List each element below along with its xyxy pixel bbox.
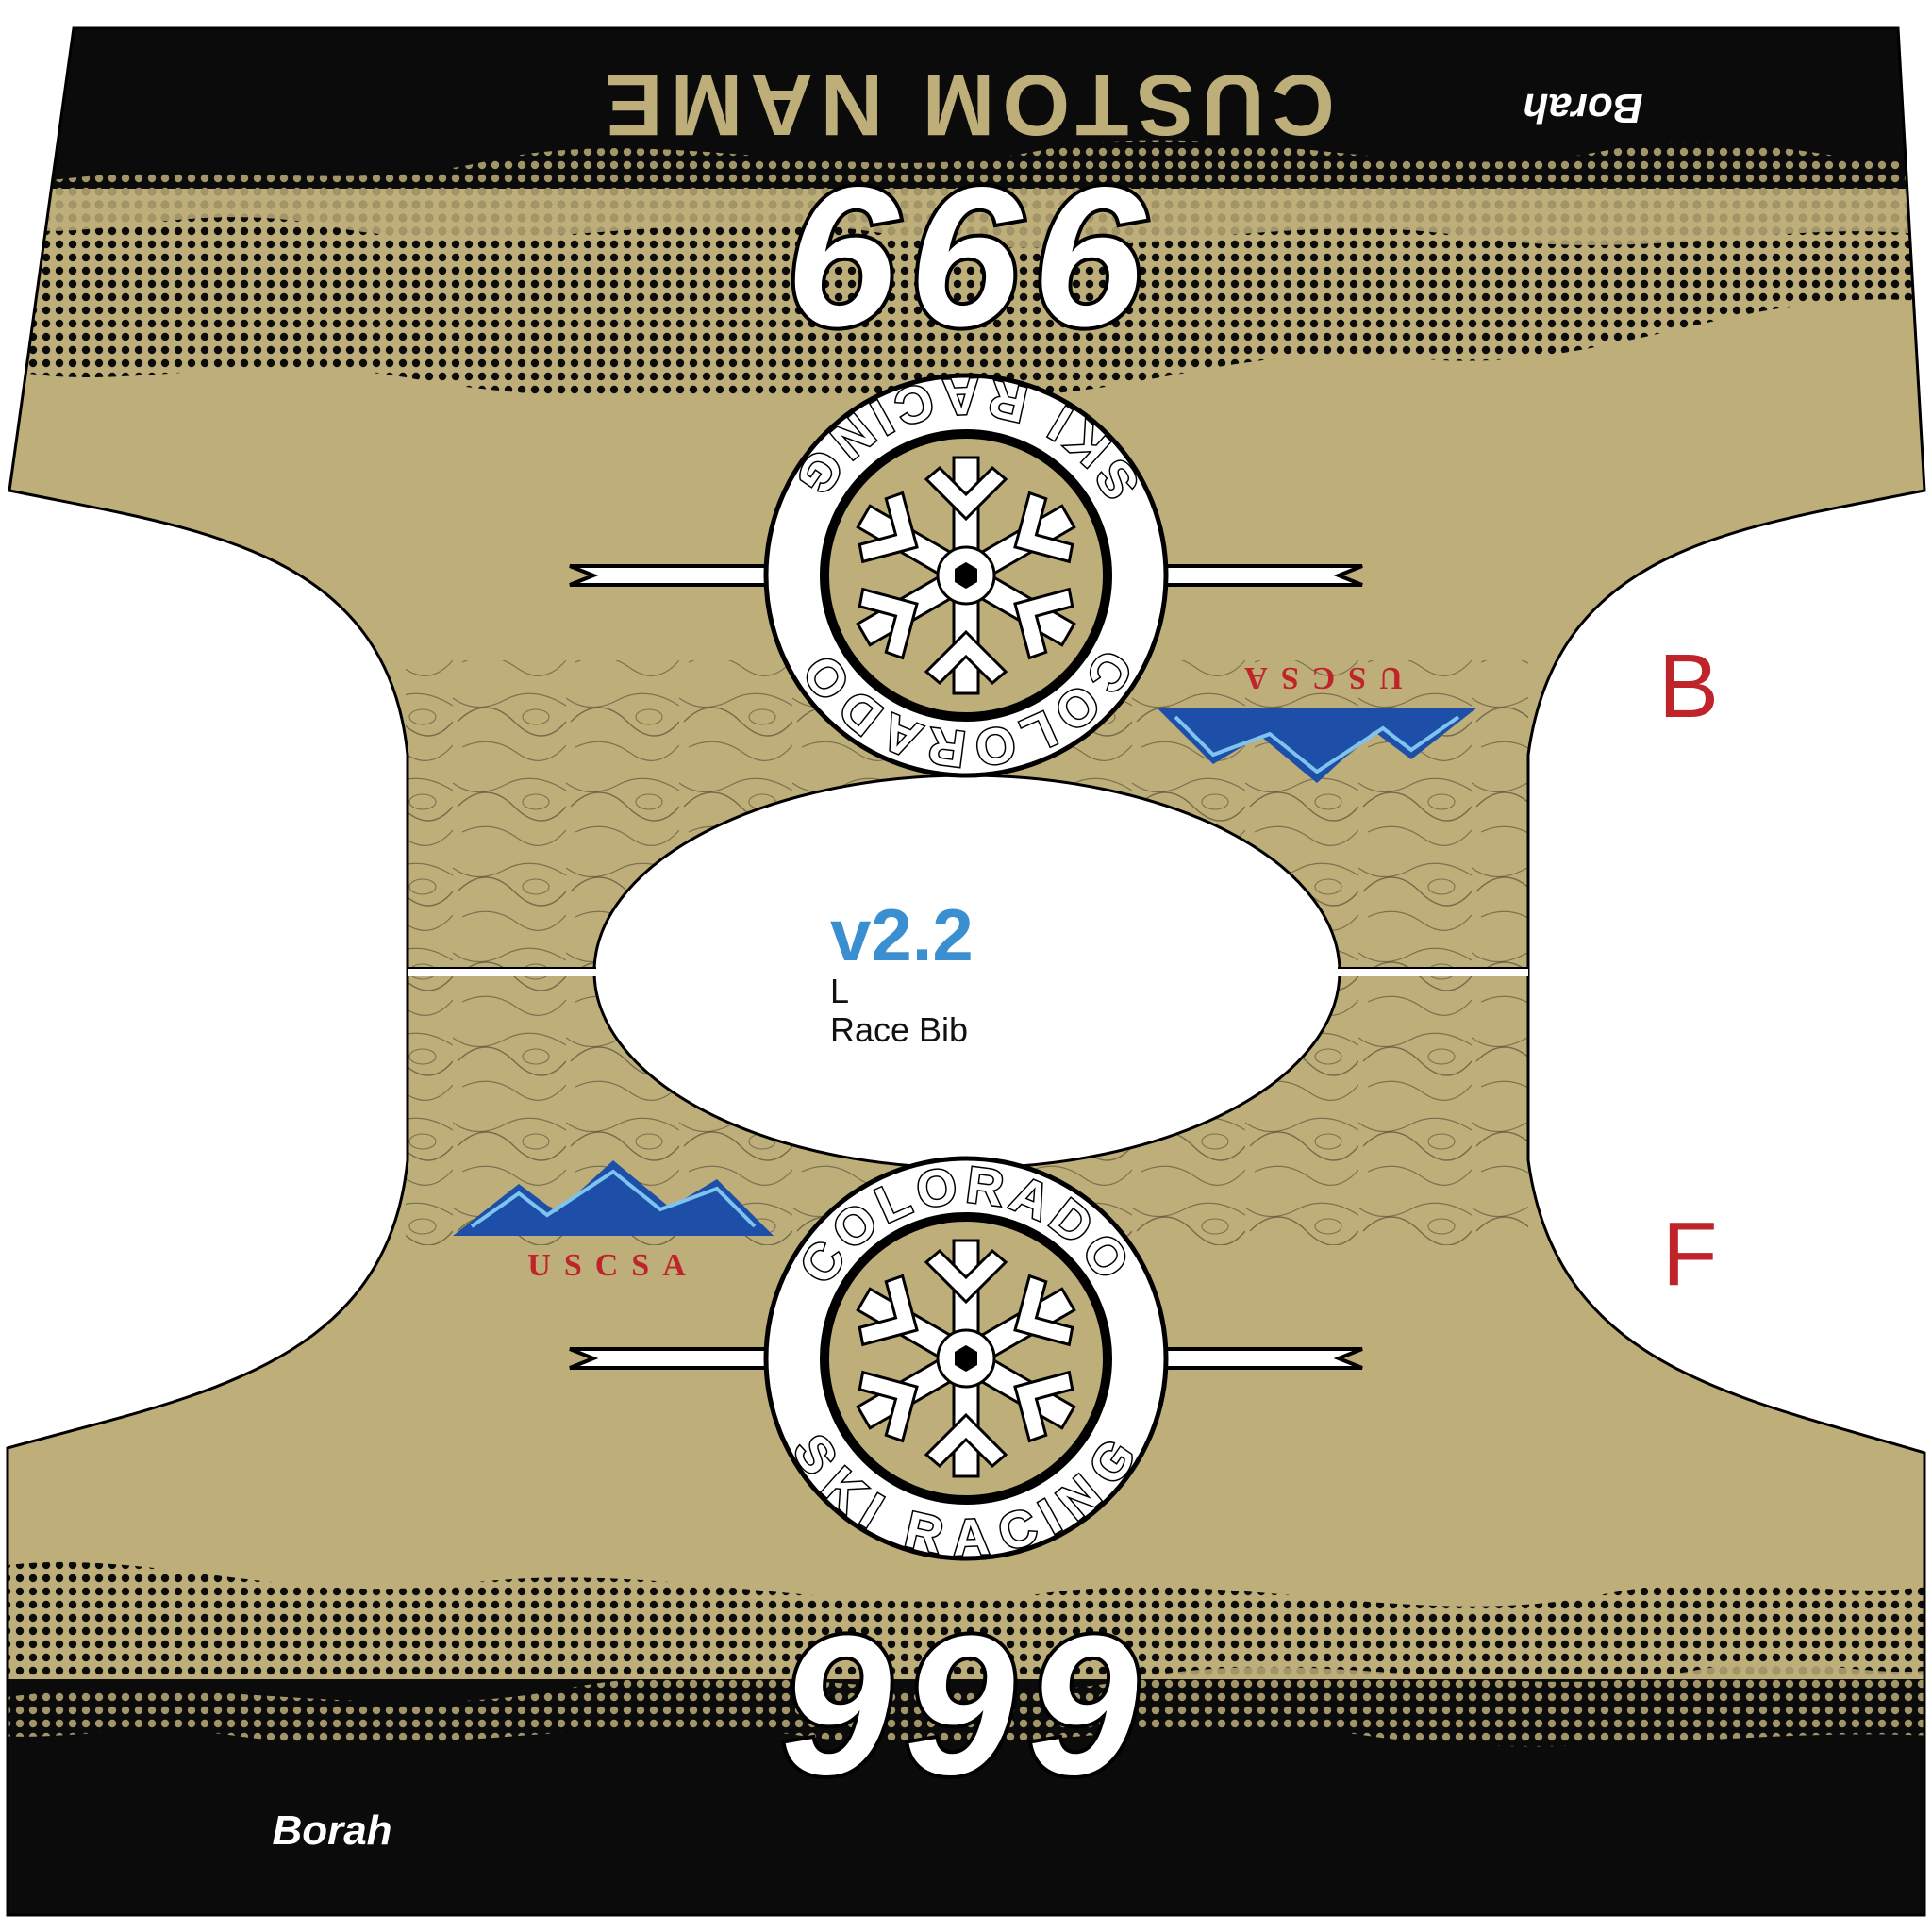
mountain-icon	[453, 1160, 774, 1236]
borah-logo-front: Borah	[272, 1807, 391, 1854]
size-label: L	[830, 972, 850, 1010]
custom-name-back: CUSTOM NAME	[597, 57, 1334, 153]
bib-number-back: 999	[781, 146, 1151, 368]
ski-right	[569, 564, 803, 587]
bottom-halftone-fade	[8, 1561, 1924, 1698]
ski-left	[1129, 564, 1363, 587]
side-label-front: F	[1662, 1204, 1718, 1305]
snowflake-icon	[856, 1239, 1076, 1478]
back-panel: CUSTOM NAME Borah 999	[597, 57, 1642, 372]
snowflake-icon	[856, 456, 1076, 695]
product-label: Race Bib	[830, 1010, 969, 1050]
front-panel: 999 Borah	[272, 1591, 1151, 1854]
mountain-icon	[1157, 708, 1477, 783]
bib-number-front: 999	[781, 1594, 1151, 1816]
mountain-highlight	[470, 1169, 757, 1228]
ski-left	[569, 1347, 803, 1370]
bottom-tan-dots	[8, 1663, 1924, 1747]
top-tan-dots	[8, 140, 1924, 248]
ski-right	[1129, 1347, 1363, 1370]
uscsa-logo-front: USCSA	[453, 1160, 774, 1283]
mountain-highlight	[1174, 715, 1460, 774]
side-label-back: B	[1658, 636, 1720, 737]
uscsa-logo-back: USCSA	[1157, 660, 1477, 783]
template-info: v2.2 L Race Bib	[830, 898, 1226, 1050]
borah-logo-back: Borah	[1523, 85, 1642, 131]
uscsa-wordmark: USCSA	[527, 1248, 698, 1283]
uscsa-wordmark: USCSA	[1231, 660, 1402, 695]
bib-outline	[6, 26, 1926, 1917]
version-label: v2.2	[830, 893, 974, 976]
